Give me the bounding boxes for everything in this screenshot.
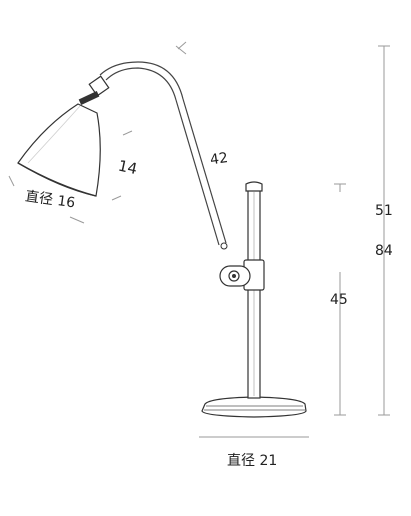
base-diameter-label: 直径 21 bbox=[227, 452, 277, 469]
total-height-label: 84 bbox=[375, 243, 393, 259]
base-height-label: 45 bbox=[330, 292, 348, 308]
lamp-base bbox=[201, 396, 307, 418]
arm-length-label: 42 bbox=[209, 150, 229, 168]
lamp-drawing bbox=[17, 61, 307, 418]
lamp-upper-arm bbox=[175, 98, 228, 250]
lamp-pivot-joint bbox=[219, 259, 265, 291]
upper-height-label: 51 bbox=[375, 203, 393, 219]
shade-diameter-label: 直径 16 bbox=[24, 188, 76, 212]
lamp-shade bbox=[17, 103, 101, 197]
dimension-labels: 14 直径 16 42 51 84 45 直径 21 bbox=[24, 150, 393, 469]
lamp-shade-neck bbox=[78, 75, 110, 105]
shade-length-label: 14 bbox=[117, 157, 139, 179]
lamp-pole bbox=[245, 181, 263, 399]
lamp-curved-arm bbox=[99, 61, 184, 101]
dimension-marks bbox=[8, 41, 390, 438]
